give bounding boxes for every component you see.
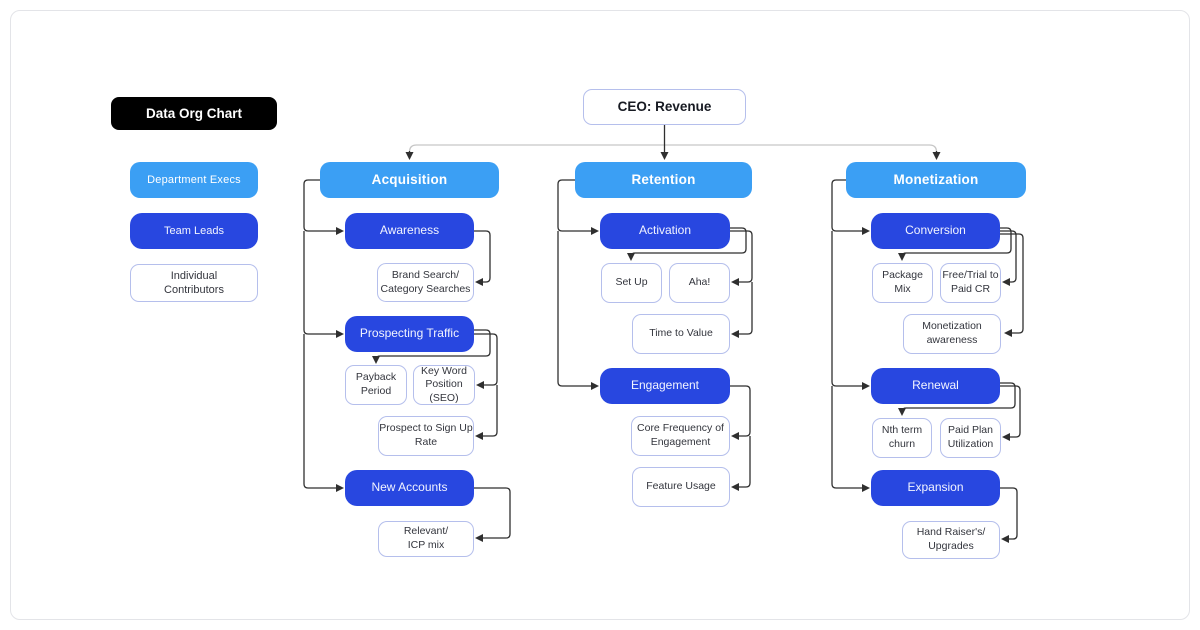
node-renewal[interactable]: Renewal — [871, 368, 1000, 404]
node-hand-raisers[interactable]: Hand Raiser's/ Upgrades — [902, 521, 1000, 559]
node-ceo[interactable]: CEO: Revenue — [583, 89, 746, 125]
chart-title: Data Org Chart — [111, 97, 277, 130]
node-set-up[interactable]: Set Up — [601, 263, 662, 303]
legend-item-individual-contributors[interactable]: Individual Contributors — [130, 264, 258, 302]
node-expansion[interactable]: Expansion — [871, 470, 1000, 506]
node-paid-plan-utilization[interactable]: Paid Plan Utilization — [940, 418, 1001, 458]
node-engagement[interactable]: Engagement — [600, 368, 730, 404]
tree-wires — [303, 125, 1024, 543]
top-horizontal-wire — [408, 144, 938, 153]
node-feature-usage[interactable]: Feature Usage — [632, 467, 730, 507]
node-nth-term-churn[interactable]: Nth term churn — [872, 418, 932, 458]
node-payback-period[interactable]: Payback Period — [345, 365, 407, 405]
node-acquisition[interactable]: Acquisition — [320, 162, 499, 198]
legend-item-team-leads[interactable]: Team Leads — [130, 213, 258, 249]
node-retention[interactable]: Retention — [575, 162, 752, 198]
node-new-accounts[interactable]: New Accounts — [345, 470, 474, 506]
node-conversion[interactable]: Conversion — [871, 213, 1000, 249]
node-keyword-position[interactable]: Key Word Position (SEO) — [413, 365, 475, 405]
node-monetization-awareness[interactable]: Monetization awareness — [903, 314, 1001, 354]
node-aha[interactable]: Aha! — [669, 263, 730, 303]
node-activation[interactable]: Activation — [600, 213, 730, 249]
node-awareness[interactable]: Awareness — [345, 213, 474, 249]
legend-item-department-execs[interactable]: Department Execs — [130, 162, 258, 198]
node-monetization[interactable]: Monetization — [846, 162, 1026, 198]
node-free-trial-paid[interactable]: Free/Trial to Paid CR — [940, 263, 1001, 303]
node-core-frequency[interactable]: Core Frequency of Engagement — [631, 416, 730, 456]
node-brand-search[interactable]: Brand Search/ Category Searches — [377, 263, 474, 302]
node-package-mix[interactable]: Package Mix — [872, 263, 933, 303]
node-prospecting-traffic[interactable]: Prospecting Traffic — [345, 316, 474, 352]
node-time-to-value[interactable]: Time to Value — [632, 314, 730, 354]
node-relevant-icp-mix[interactable]: Relevant/ ICP mix — [378, 521, 474, 557]
node-prospect-signup-rate[interactable]: Prospect to Sign Up Rate — [378, 416, 474, 456]
